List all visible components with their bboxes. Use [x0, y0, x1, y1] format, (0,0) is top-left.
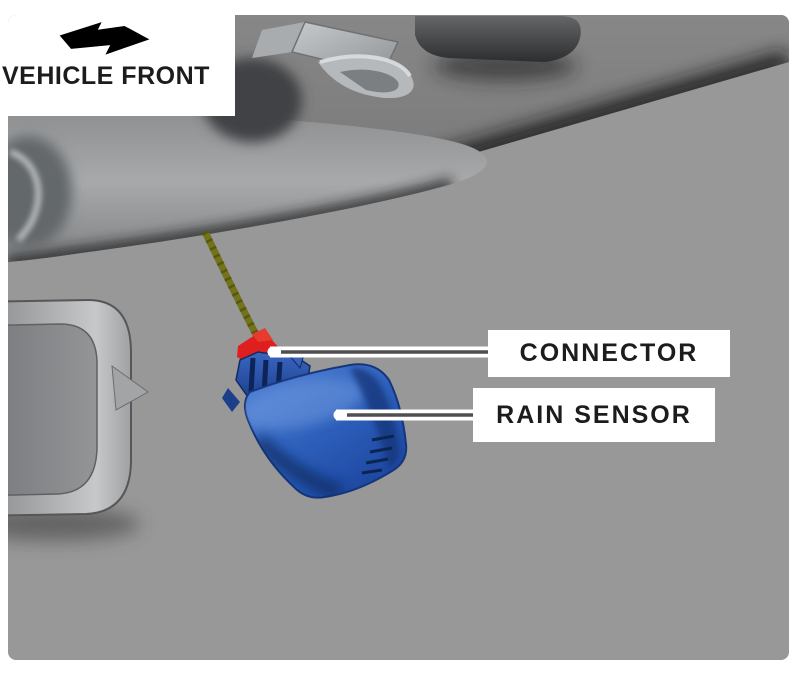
rain-sensor-part — [222, 347, 408, 499]
leader-line-rain-sensor — [333, 409, 474, 421]
callout-rain-sensor: RAIN SENSOR — [473, 388, 715, 442]
vehicle-front-label: VEHICLE FRONT — [2, 14, 242, 91]
leader-line-connector — [267, 346, 489, 358]
rear-view-mirror — [8, 298, 149, 541]
sun-visor-corner — [8, 136, 72, 248]
overhead-pod — [415, 16, 581, 81]
vehicle-front-arrow-icon — [59, 22, 150, 55]
vehicle-front-text: VEHICLE FRONT — [2, 62, 210, 90]
mirror-mount-bracket — [252, 21, 414, 99]
harness-wire — [201, 230, 266, 348]
callout-connector: CONNECTOR — [488, 330, 730, 377]
mirror-stalk — [111, 364, 149, 411]
